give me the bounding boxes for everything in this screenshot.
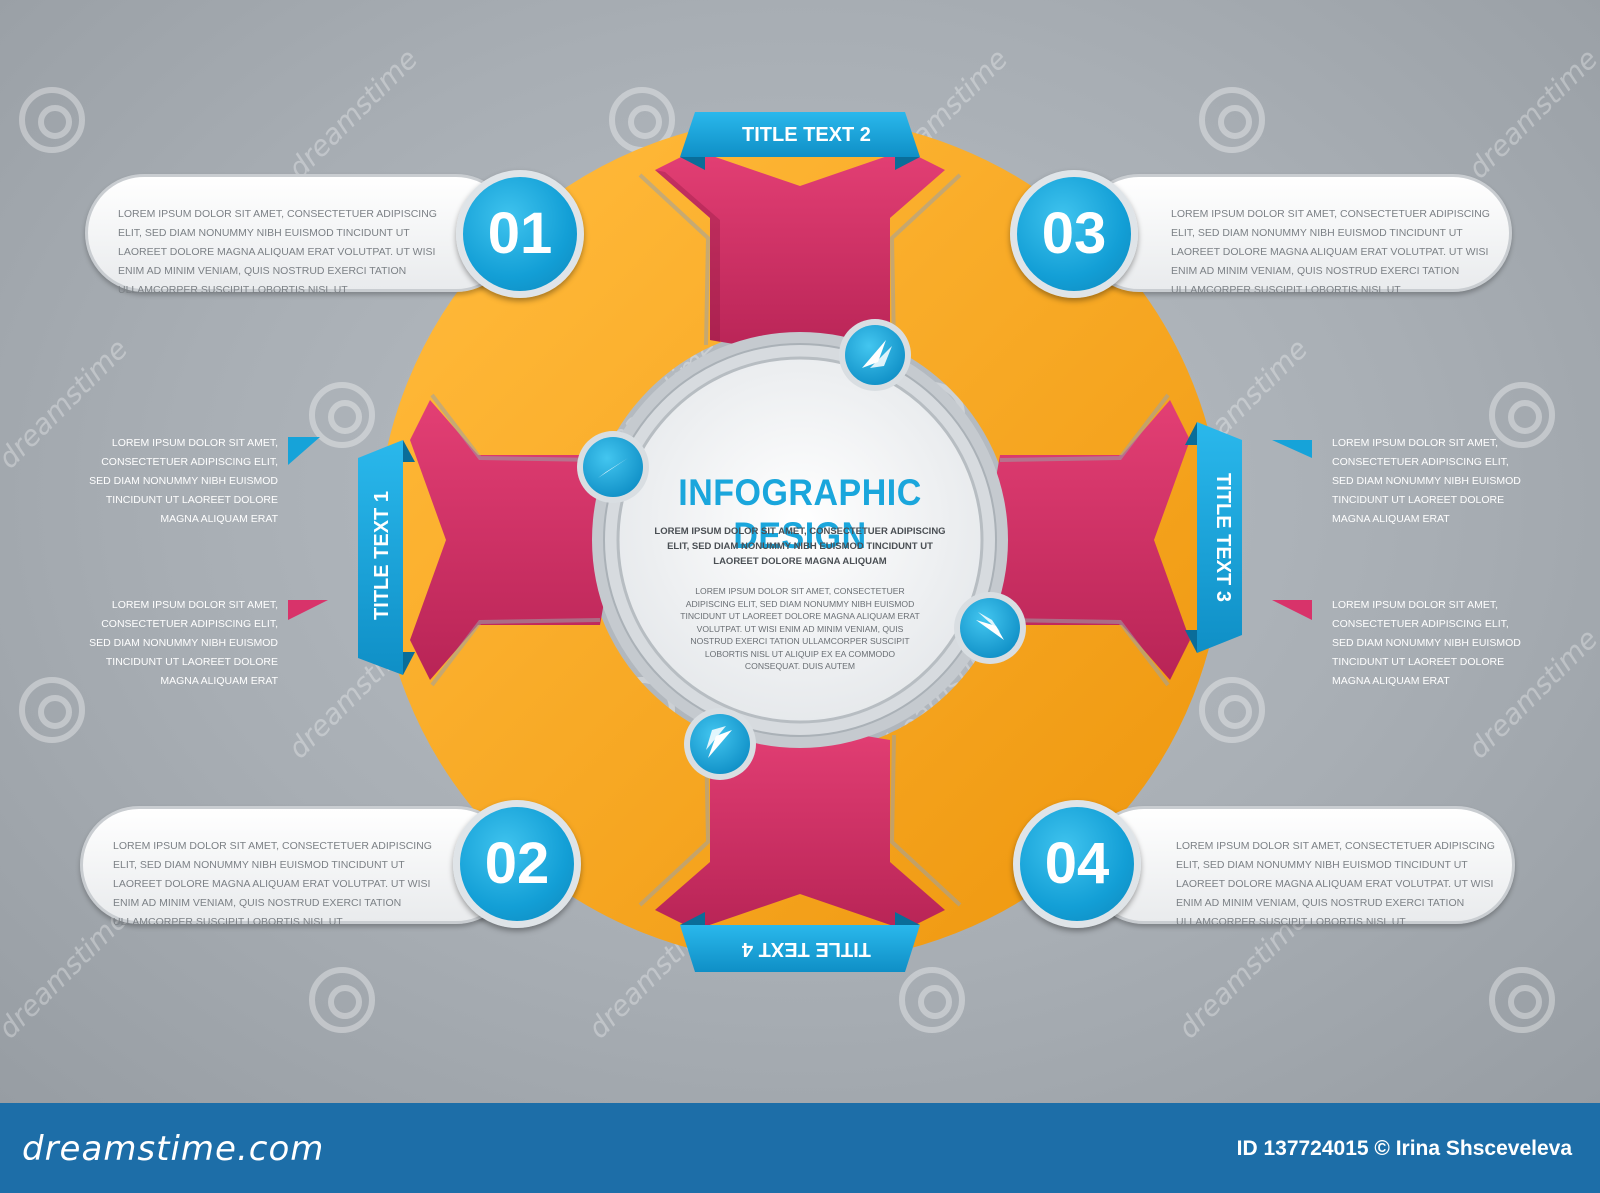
step-03-badge: 03: [1010, 170, 1138, 298]
ribbon-title-1: [358, 440, 415, 675]
step-04-card: LOREM IPSUM DOLOR SIT AMET, CONSECTETUER…: [1085, 806, 1515, 928]
flag-right-top: [1272, 440, 1312, 458]
step-01-text: LOREM IPSUM DOLOR SIT AMET, CONSECTETUER…: [118, 208, 437, 296]
step-04-text: LOREM IPSUM DOLOR SIT AMET, CONSECTETUER…: [1176, 840, 1495, 928]
side-note-right-bottom: LOREM IPSUM DOLOR SIT AMET, CONSECTETUER…: [1332, 599, 1521, 687]
title-4-label: TITLE TEXT 4: [742, 938, 871, 960]
side-note-left-top: LOREM IPSUM DOLOR SIT AMET, CONSECTETUER…: [89, 437, 278, 525]
segment-dividers: [430, 173, 1170, 907]
step-02-card: LOREM IPSUM DOLOR SIT AMET, CONSECTETUER…: [80, 806, 515, 928]
connector-bottom[interactable]: [684, 708, 756, 780]
flag-left-bottom: [288, 600, 328, 620]
step-03-card: LOREM IPSUM DOLOR SIT AMET, CONSECTETUER…: [1080, 174, 1512, 296]
center-title: INFOGRAPHIC DESIGN: [678, 472, 922, 557]
connector-left[interactable]: [577, 431, 649, 503]
step-04-badge: 04: [1013, 800, 1141, 928]
ribbon-title-2: [680, 112, 920, 170]
flag-right-bottom: [1272, 600, 1312, 620]
step-01-card: LOREM IPSUM DOLOR SIT AMET, CONSECTETUER…: [85, 174, 515, 296]
arrow-icon: [708, 730, 732, 758]
arrow-icon: [862, 340, 886, 368]
arrow-icon: [976, 620, 1004, 640]
center-body: LOREM IPSUM DOLOR SIT AMET, CONSECTETUER…: [680, 586, 920, 671]
side-note-right-top: LOREM IPSUM DOLOR SIT AMET, CONSECTETUER…: [1332, 437, 1521, 525]
center-disc: [616, 356, 984, 724]
arrow-icon: [598, 458, 628, 478]
title-1-label: TITLE TEXT 1: [370, 491, 393, 620]
connector-right[interactable]: [954, 592, 1026, 664]
step-01-badge: 01: [456, 170, 584, 298]
segment-top: [655, 150, 945, 355]
segment-left: [410, 400, 615, 680]
title-2-label: TITLE TEXT 2: [742, 124, 871, 146]
step-02-text: LOREM IPSUM DOLOR SIT AMET, CONSECTETUER…: [113, 840, 432, 928]
footer-bar: dreamstime.com ID 137724015 © Irina Shsc…: [0, 1103, 1600, 1193]
flag-left-top: [288, 437, 320, 465]
ribbon-title-4: [680, 912, 920, 972]
footer-brand[interactable]: dreamstime.com: [22, 1129, 325, 1169]
side-note-left-bottom: LOREM IPSUM DOLOR SIT AMET, CONSECTETUER…: [89, 599, 278, 687]
footer-credit: ID 137724015 © Irina Shsceveleva: [1236, 1137, 1572, 1160]
ribbon-title-3: [1185, 422, 1242, 653]
step-02-badge: 02: [453, 800, 581, 928]
title-3-label: TITLE TEXT 3: [1211, 473, 1234, 602]
cycle-diagram: [288, 112, 1312, 972]
center-subtitle: LOREM IPSUM DOLOR SIT AMET, CONSECTETUER…: [654, 526, 946, 567]
segment-right: [985, 400, 1190, 680]
step-03-text: LOREM IPSUM DOLOR SIT AMET, CONSECTETUER…: [1171, 208, 1490, 296]
connector-top[interactable]: [839, 319, 911, 391]
